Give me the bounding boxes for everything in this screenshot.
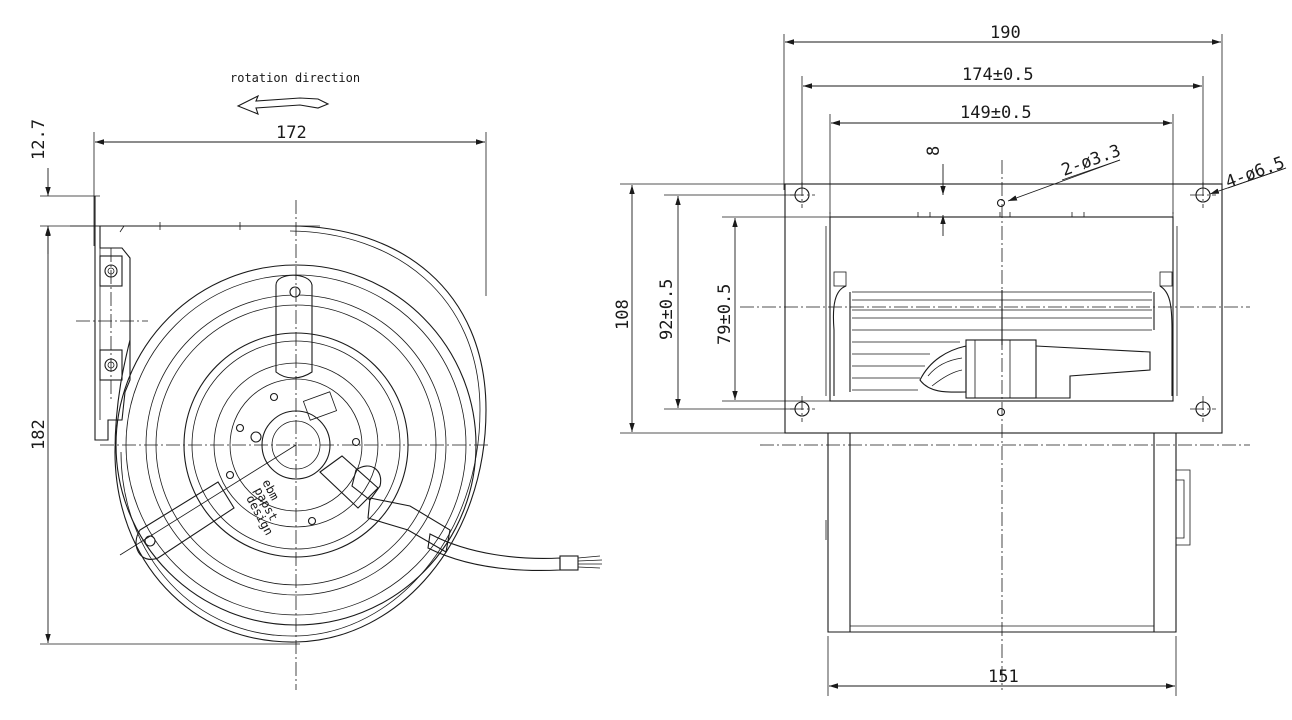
mounting-bracket <box>70 196 320 441</box>
dimension-side-total-width: 190 <box>783 23 1223 190</box>
dimension-side-opening-height: 79±0.5 <box>715 216 830 402</box>
dimension-front-offset-label: 12.7 <box>29 119 49 160</box>
motor-label: ebm papst design <box>243 477 282 538</box>
dimension-front-offset: 12.7 <box>29 119 100 254</box>
dimension-front-height-label: 182 <box>29 419 49 450</box>
impeller-drum <box>825 433 1191 633</box>
dimension-front-width-label: 172 <box>276 123 307 143</box>
dimension-side-height: 108 <box>613 183 790 434</box>
dimension-impeller-width-label: 151 <box>988 667 1019 687</box>
dimension-front-height: 182 <box>29 227 300 645</box>
dimension-side-height-label: 108 <box>613 299 633 330</box>
leader-small-holes-label: 2-ø3.3 <box>1059 141 1124 181</box>
dimension-side-hole-spacing: 174±0.5 <box>801 65 1204 190</box>
leader-small-holes: 2-ø3.3 <box>1007 141 1124 202</box>
front-view: rotation direction 172 12.7 182 <box>29 71 603 690</box>
dimension-small-offset-label: 8 <box>924 146 944 156</box>
scroll-housing <box>100 222 487 643</box>
mounting-flange <box>784 182 1223 434</box>
dimension-small-offset: 8 <box>924 146 946 236</box>
support-arms <box>135 274 603 572</box>
dimension-side-housing-width-label: 149±0.5 <box>960 103 1032 123</box>
dimension-side-opening-height-label: 79±0.5 <box>715 284 735 345</box>
dimension-side-hole-spacing-label: 174±0.5 <box>962 65 1034 85</box>
rotation-direction-label: rotation direction <box>230 71 360 85</box>
dimension-side-housing-width: 149±0.5 <box>829 103 1174 214</box>
dimension-side-hole-vertical-label: 92±0.5 <box>657 279 677 340</box>
dimension-front-width: 172 <box>93 123 487 296</box>
dimension-impeller-width: 151 <box>827 636 1177 696</box>
rotation-arrow-icon <box>236 94 330 115</box>
dimension-side-hole-vertical: 92±0.5 <box>657 194 800 410</box>
outlet-opening <box>825 212 1178 402</box>
dimension-side-total-width-label: 190 <box>990 23 1021 43</box>
side-view: 190 174±0.5 149±0.5 108 92±0 <box>613 23 1287 696</box>
leader-large-holes-label: 4-ø6.5 <box>1223 153 1288 193</box>
